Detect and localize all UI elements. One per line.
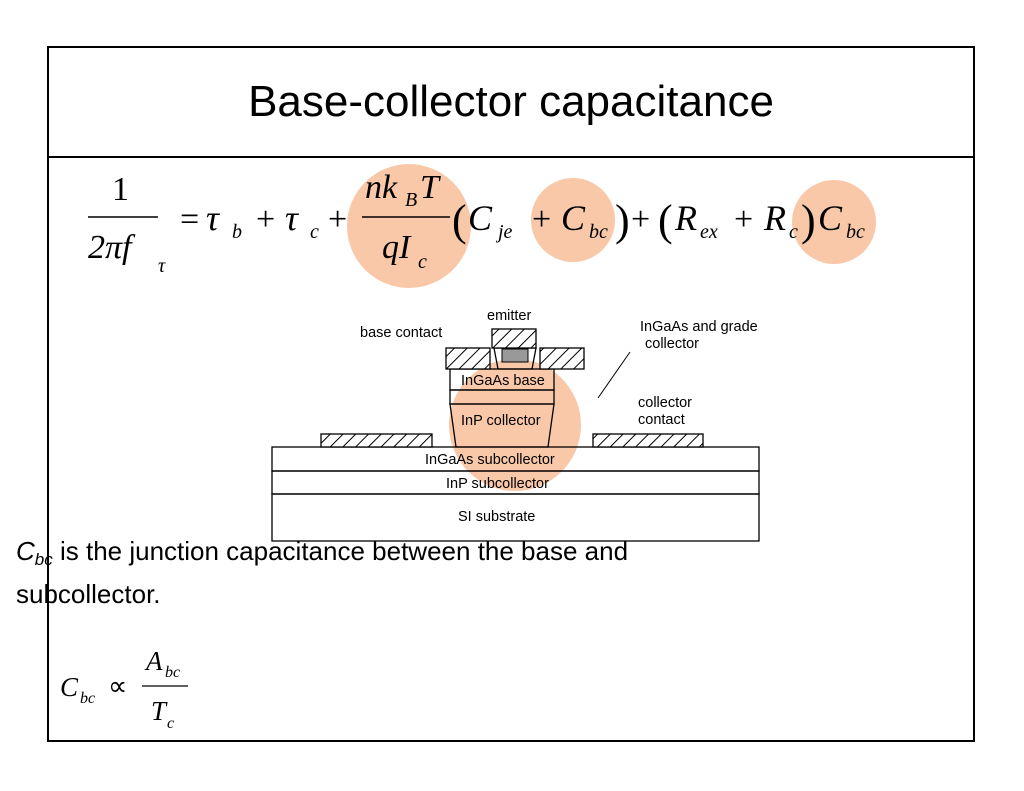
slide-frame: Base-collector capacitance	[47, 46, 975, 742]
label-inp-collector: InP collector	[461, 413, 541, 429]
emitter-core	[501, 348, 529, 363]
label-collector-contact-2: contact	[638, 412, 685, 428]
description-text: Cbc is the junction capacitance between …	[16, 534, 776, 611]
eq-plus-4: +	[631, 201, 650, 238]
eq-R-c-sub: c	[789, 221, 798, 243]
base-contact-left	[445, 347, 491, 370]
prop-C: C	[60, 672, 79, 702]
eq-R-c: R	[763, 198, 786, 238]
title-bar: Base-collector capacitance	[49, 48, 973, 158]
proportional-formula: C bc ∝ A bc T c	[60, 646, 188, 732]
highlight-circle-cbc	[531, 178, 615, 262]
eq-C-je: C	[468, 198, 493, 238]
emitter-contact	[491, 328, 537, 349]
slide-title: Base-collector capacitance	[248, 77, 774, 126]
eq-tau-b: τ	[206, 198, 220, 238]
eq-plus-2: +	[328, 201, 347, 238]
label-inp-subcollector: InP subcollector	[446, 476, 549, 492]
prop-T: T	[151, 696, 168, 726]
eq-frac-den-c: c	[418, 251, 427, 273]
eq-lhs-denominator-sub: τ	[158, 255, 166, 277]
collector-contact-left	[320, 433, 433, 448]
prop-A: A	[144, 646, 163, 676]
highlight-circle-cbc-2	[792, 180, 876, 264]
eq-frac-num-nk: nk	[365, 169, 398, 206]
eq-C-bc-sub: bc	[589, 221, 608, 243]
description-body: is the junction capacitance between the …	[16, 536, 629, 609]
eq-plus-3: +	[532, 201, 551, 238]
eq-R-ex: R	[674, 198, 697, 238]
eq-lhs-denominator: 2πf	[88, 229, 136, 266]
cbc-symbol-sub: bc	[34, 550, 53, 569]
label-ingaas-subcollector: InGaAs subcollector	[425, 452, 555, 468]
cbc-symbol: C	[16, 536, 35, 566]
eq-C-je-sub: je	[495, 221, 513, 243]
eq-tau-c: τ	[285, 198, 299, 238]
eq-C-bc-2-sub: bc	[846, 221, 865, 243]
prop-C-sub: bc	[80, 690, 95, 707]
eq-R-ex-sub: ex	[700, 221, 718, 243]
eq-frac-num-B: B	[405, 189, 417, 211]
label-si-substrate: SI substrate	[458, 509, 535, 525]
label-emitter: emitter	[487, 308, 531, 324]
eq-lhs-numerator: 1	[112, 171, 129, 208]
label-ingaas-base: InGaAs base	[461, 373, 545, 389]
hbt-cross-section: emitter base contact InGaAs and grade co…	[271, 308, 760, 542]
grade-leader-line	[597, 351, 631, 399]
base-contact-right	[539, 347, 585, 370]
highlight-circle-collector	[449, 359, 581, 491]
eq-C-bc-2: C	[818, 198, 843, 238]
label-ingaas-grade-1: InGaAs and grade	[640, 319, 758, 335]
eq-lparen-2: (	[658, 196, 673, 245]
eq-rparen-1: )	[615, 196, 630, 245]
label-ingaas-grade-2: collector	[645, 336, 699, 352]
eq-lparen-1: (	[452, 196, 467, 245]
eq-rparen-2: )	[801, 196, 816, 245]
eq-C-bc: C	[561, 198, 586, 238]
collector-contact-right	[592, 433, 704, 448]
prop-T-sub: c	[167, 715, 174, 732]
eq-plus-5: +	[734, 201, 753, 238]
eq-equals: =	[180, 201, 199, 238]
eq-tau-b-sub: b	[232, 221, 242, 243]
label-base-contact: base contact	[360, 325, 442, 341]
eq-plus-1: +	[256, 201, 275, 238]
eq-tau-c-sub: c	[310, 221, 319, 243]
label-collector-contact-1: collector	[638, 395, 692, 411]
eq-frac-den-qI: qI	[382, 229, 412, 266]
eq-frac-num-T: T	[420, 169, 441, 206]
prop-A-sub: bc	[165, 664, 180, 681]
prop-symbol: ∝	[108, 671, 127, 701]
highlight-circle-gm-term	[347, 164, 471, 288]
